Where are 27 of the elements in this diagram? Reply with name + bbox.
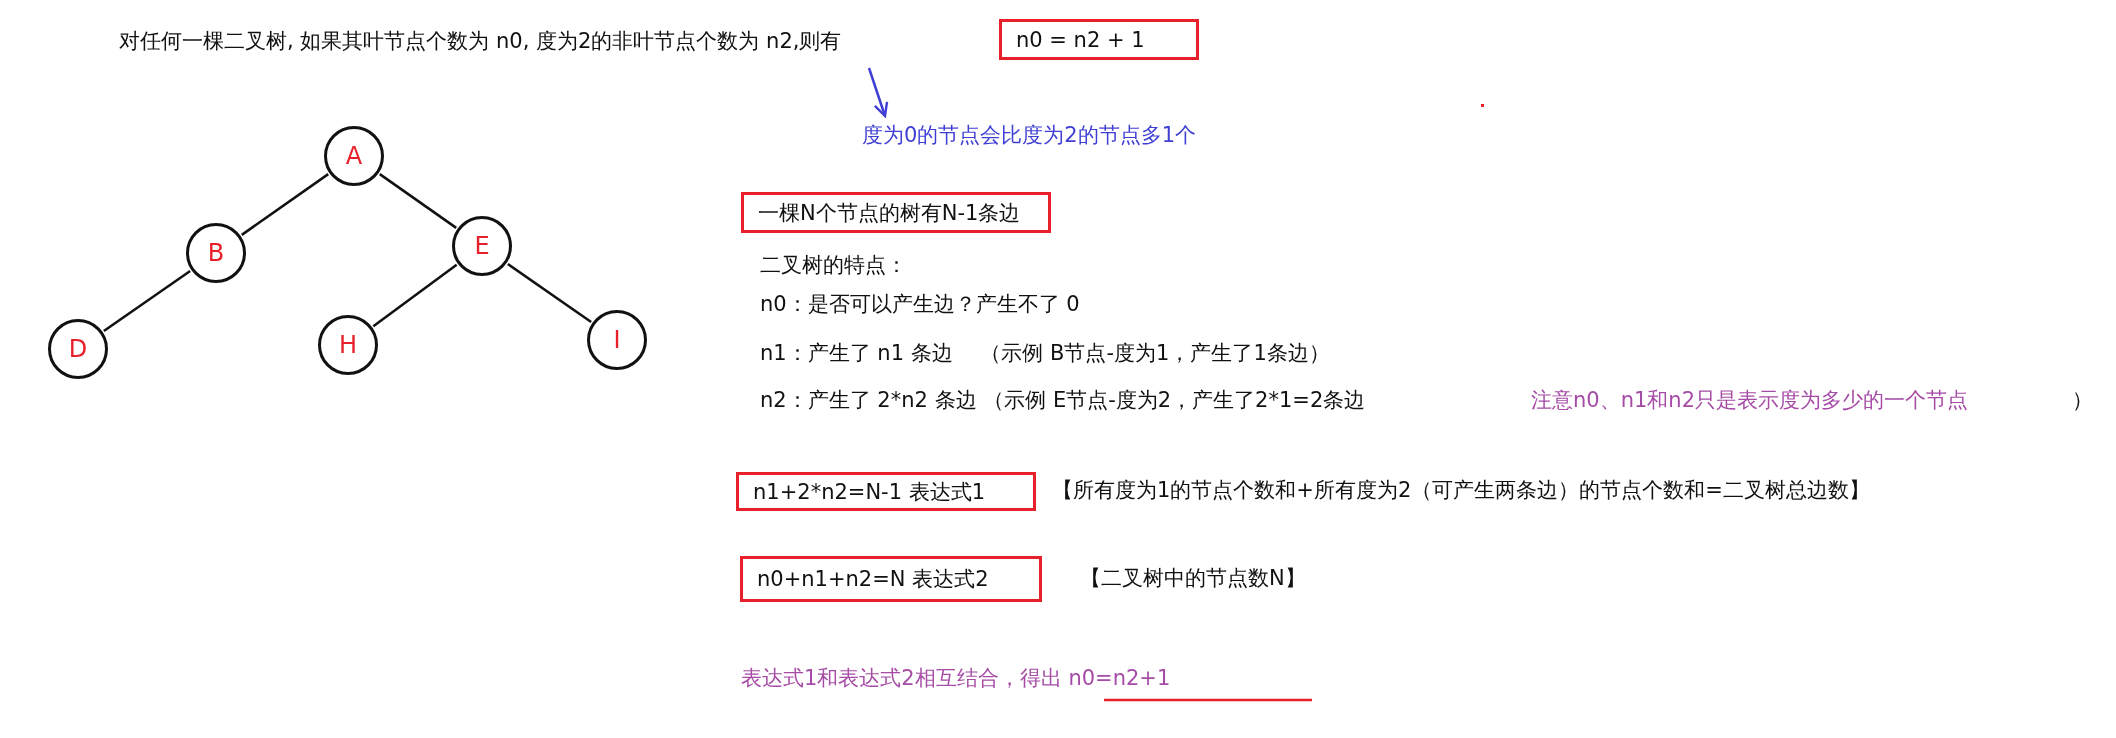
tree-node-circle: H bbox=[318, 315, 378, 375]
highlighted-formula: 一棵N个节点的树有N-1条边 bbox=[741, 192, 1051, 233]
tree-edge-line bbox=[379, 173, 457, 229]
tree-node-circle: D bbox=[48, 319, 108, 379]
tree-node-circle: A bbox=[324, 126, 384, 186]
note-text: 度为0的节点会比度为2的节点多1个 bbox=[862, 118, 1292, 152]
tree-node-circle: B bbox=[186, 223, 246, 283]
tree-edge-line bbox=[241, 173, 329, 236]
note-text: 【所有度为1的节点个数和+所有度为2（可产生两条边）的节点个数和=二叉树总边数】 bbox=[1052, 478, 1870, 504]
note-text: 二叉树的特点： bbox=[760, 253, 907, 279]
note-text: 【二叉树中的节点数N】 bbox=[1080, 566, 1306, 592]
arrow bbox=[867, 67, 889, 118]
note-text: 注意n0、n1和n2只是表示度为多少的一个节点 bbox=[1531, 388, 1968, 414]
tree-node-circle: I bbox=[587, 310, 647, 370]
note-text: n0：是否可以产生边？产生不了 0 bbox=[760, 292, 1080, 318]
tree-edge-line bbox=[103, 269, 191, 333]
note-text: 对任何一棵二叉树, 如果其叶节点个数为 n0, 度为2的非叶节点个数为 n2,则有 bbox=[119, 29, 842, 55]
highlighted-formula: n0 = n2 + 1 bbox=[999, 19, 1199, 60]
note-text: 表达式1和表达式2相互结合，得出 n0=n2+1 bbox=[741, 666, 1171, 692]
highlighted-formula: n0+n1+n2=N 表达式2 bbox=[740, 556, 1042, 602]
note-text: n1：产生了 n1 条边 （示例 B节点-度为1，产生了1条边） bbox=[760, 341, 1330, 367]
note-text: n2：产生了 2*n2 条边 （示例 E节点-度为2，产生了2*1=2条边 bbox=[760, 388, 1366, 414]
tree-node-circle: E bbox=[452, 216, 512, 276]
tree-edge-line bbox=[507, 262, 592, 324]
note-text: ） bbox=[2072, 388, 2093, 414]
tree-edge-line bbox=[372, 263, 458, 328]
highlighted-formula: n1+2*n2=N-1 表达式1 bbox=[736, 472, 1036, 511]
